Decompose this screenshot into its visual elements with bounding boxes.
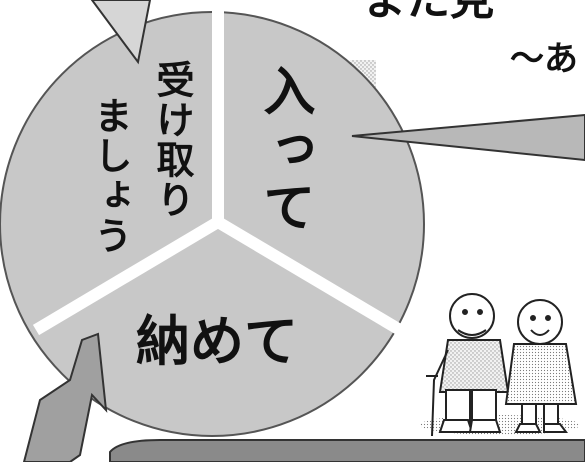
divider-left xyxy=(32,216,222,336)
bottom-band xyxy=(109,439,585,462)
header-subtitle: 〜あ xyxy=(510,39,578,79)
divider-right xyxy=(214,216,404,336)
segment-label-right: 入って xyxy=(254,64,315,238)
elderly-couple-illustration xyxy=(420,293,580,437)
segment-label-left-2: ましょう xyxy=(88,96,132,256)
old-man-icon xyxy=(426,293,510,437)
segment-label-bottom: 納めて xyxy=(136,310,298,373)
header-title: また見 xyxy=(362,0,494,25)
arrow-up-icon xyxy=(22,332,108,462)
speech-pointer-right xyxy=(351,113,585,162)
segment-label-left-1: 受け取り xyxy=(150,60,194,220)
speech-pointer-top xyxy=(90,0,152,65)
old-woman-icon xyxy=(504,299,578,433)
